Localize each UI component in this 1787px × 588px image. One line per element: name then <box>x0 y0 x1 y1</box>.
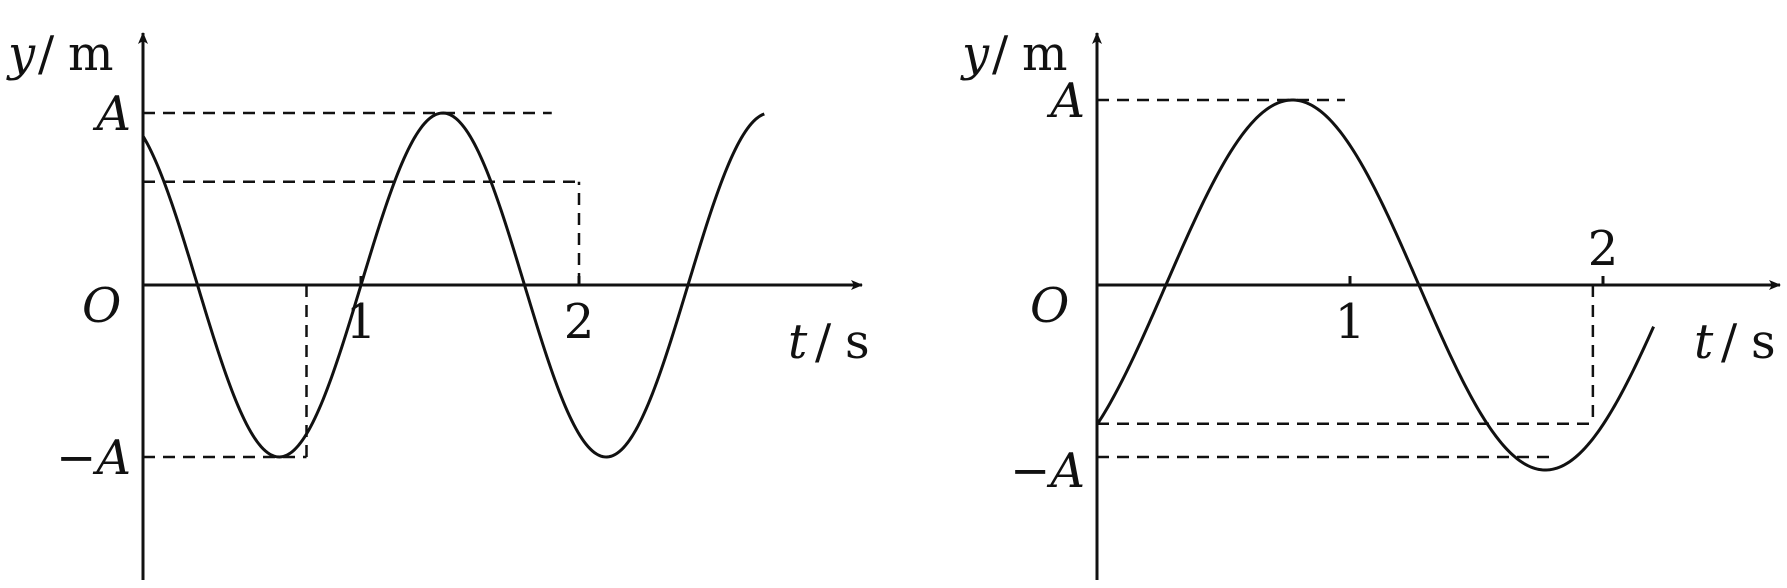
y-axis-slash: / <box>992 26 1009 82</box>
x-axis-slash: / <box>815 314 832 370</box>
oscillation-curve <box>141 111 765 459</box>
y-axis-unit: m <box>1022 26 1068 82</box>
y-reference-labels: A −A <box>56 86 131 486</box>
x-tick-label: 1 <box>1335 294 1366 350</box>
x-axis-unit: s <box>845 314 870 370</box>
x-axis-var: t <box>788 314 808 370</box>
y-axis-var: y <box>960 26 990 82</box>
x-axis-slash: / <box>1721 314 1738 370</box>
x-tick-label: 2 <box>564 294 595 350</box>
x-tick-label: 1 <box>346 294 377 350</box>
guide-lines <box>1097 98 1595 459</box>
x-ticks: 12 <box>1335 221 1619 350</box>
x-axis-unit: s <box>1751 314 1776 370</box>
y-axis-slash: / <box>38 26 55 82</box>
amplitude-label: A <box>1046 73 1085 129</box>
negative-amplitude-label: −A <box>56 430 131 486</box>
y-reference-labels: A −A <box>1010 73 1085 499</box>
x-tick-label: 2 <box>1588 221 1619 277</box>
x-axis-var: t <box>1694 314 1714 370</box>
origin-label: O <box>82 278 121 334</box>
chart-right: 12 A−A y / m t / s O <box>960 26 1781 580</box>
amplitude-label: A <box>92 86 131 142</box>
negative-amplitude-label: −A <box>1010 443 1085 499</box>
y-axis-unit: m <box>68 26 114 82</box>
guide-lines <box>143 111 581 459</box>
y-axis-var: y <box>6 26 36 82</box>
oscillation-curve <box>1095 98 1655 472</box>
origin-label: O <box>1030 278 1069 334</box>
